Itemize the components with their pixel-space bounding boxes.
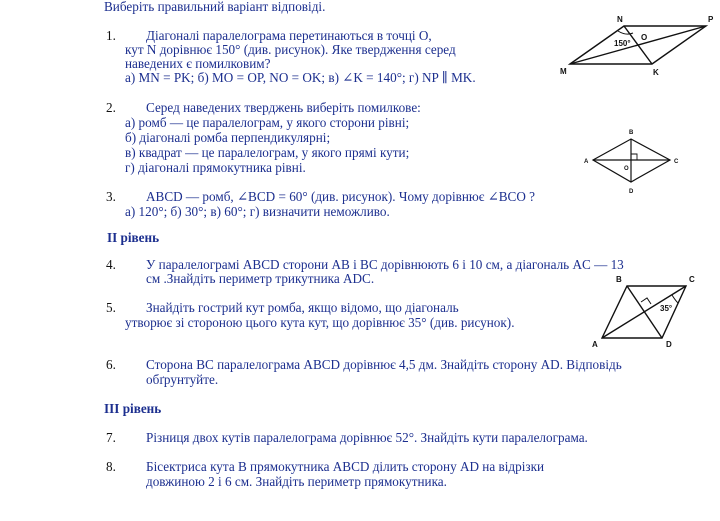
task-2-line-1: Серед наведених тверджень виберіть помил… xyxy=(146,100,421,115)
fig2-label-d: D xyxy=(629,189,634,195)
fig3-angle-label: 35° xyxy=(660,304,672,313)
task-8-line-2: довжиною 2 і 6 см. Знайдіть периметр пря… xyxy=(146,474,447,489)
instructions-header: Виберіть правильний варіант відповіді. xyxy=(104,0,326,14)
fig1-label-n: N xyxy=(617,15,623,24)
task-4-line-2: см .Знайдіть периметр трикутника ADC. xyxy=(146,271,375,286)
fig1-angle-arc xyxy=(617,30,634,35)
task-4-line-1: У паралелограмі ABCD сторони AB і BC дор… xyxy=(146,257,624,272)
task-1-options: а) MN = PK; б) MO = OP, NO = OK; в) ∠K =… xyxy=(125,70,476,85)
task-5-number: 5. xyxy=(106,300,116,315)
fig2-label-a: A xyxy=(584,159,589,165)
fig3-label-d: D xyxy=(666,340,672,349)
task-8-line-1: Бісектриса кута B прямокутника ABCD діли… xyxy=(146,459,545,474)
fig1-diagonal-nk xyxy=(623,25,653,65)
task-8-number: 8. xyxy=(106,459,116,474)
fig3-label-b: B xyxy=(616,275,622,284)
task-1-line-2: кут N дорівнює 150° (див. рисунок). Яке … xyxy=(125,42,456,57)
task-2-option-a: а) ромб — це паралелограм, у якого сторо… xyxy=(125,115,410,130)
task-3-options: а) 120°; б) 30°; в) 60°; г) визначити не… xyxy=(125,204,390,219)
fig1-label-k: K xyxy=(653,68,659,77)
fig3-diagonal-bd xyxy=(626,285,663,339)
fig3-right-angle-mark xyxy=(640,297,652,305)
task-2-option-d: г) діагоналі прямокутника рівні. xyxy=(125,160,306,175)
fig2-right-angle-mark xyxy=(631,153,638,160)
fig2-label-o: O xyxy=(624,166,629,172)
task-6-line-1: Сторона BC паралелограма ABCD дорівнює 4… xyxy=(146,357,622,372)
task-3-line-1: ABCD — ромб, ∠BCD = 60° (див. рисунок). … xyxy=(146,189,536,204)
task-5-line-1: Знайдіть гострий кут ромба, якщо відомо,… xyxy=(146,300,459,315)
fig1-angle-label: 150° xyxy=(614,39,631,48)
task-1-line-1: Діагоналі паралелограма перетинаються в … xyxy=(146,28,432,43)
task-7-line-1: Різниця двох кутів паралелограма дорівню… xyxy=(146,430,588,445)
task-1-number: 1. xyxy=(106,28,116,43)
task-2-number: 2. xyxy=(106,100,116,115)
task-1-line-3: наведених є помилковим? xyxy=(125,56,271,71)
level-2-heading: II рівень xyxy=(107,230,160,245)
task-7-number: 7. xyxy=(106,430,116,445)
level-3-heading: III рівень xyxy=(104,401,162,416)
fig2-label-c: C xyxy=(674,159,679,165)
fig2-label-b: B xyxy=(629,130,634,136)
task-2-option-b: б) діагоналі ромба перпендикулярні; xyxy=(125,130,331,145)
task-6-number: 6. xyxy=(106,357,116,372)
task-6-line-2: обґрунтуйте. xyxy=(146,372,219,387)
fig1-label-p: P xyxy=(708,15,714,24)
task-2-option-c: в) квадрат — це паралелограм, у якого пр… xyxy=(125,145,410,160)
fig3-label-c: C xyxy=(689,275,695,284)
task-3-number: 3. xyxy=(106,189,116,204)
fig3-angle-arc xyxy=(671,294,679,304)
fig3-label-a: A xyxy=(592,340,598,349)
fig1-label-o: O xyxy=(641,33,647,42)
task-4-number: 4. xyxy=(106,257,116,272)
fig1-label-m: M xyxy=(560,67,567,76)
task-5-line-2: утворює зі стороною цього кута кут, що д… xyxy=(125,315,515,330)
